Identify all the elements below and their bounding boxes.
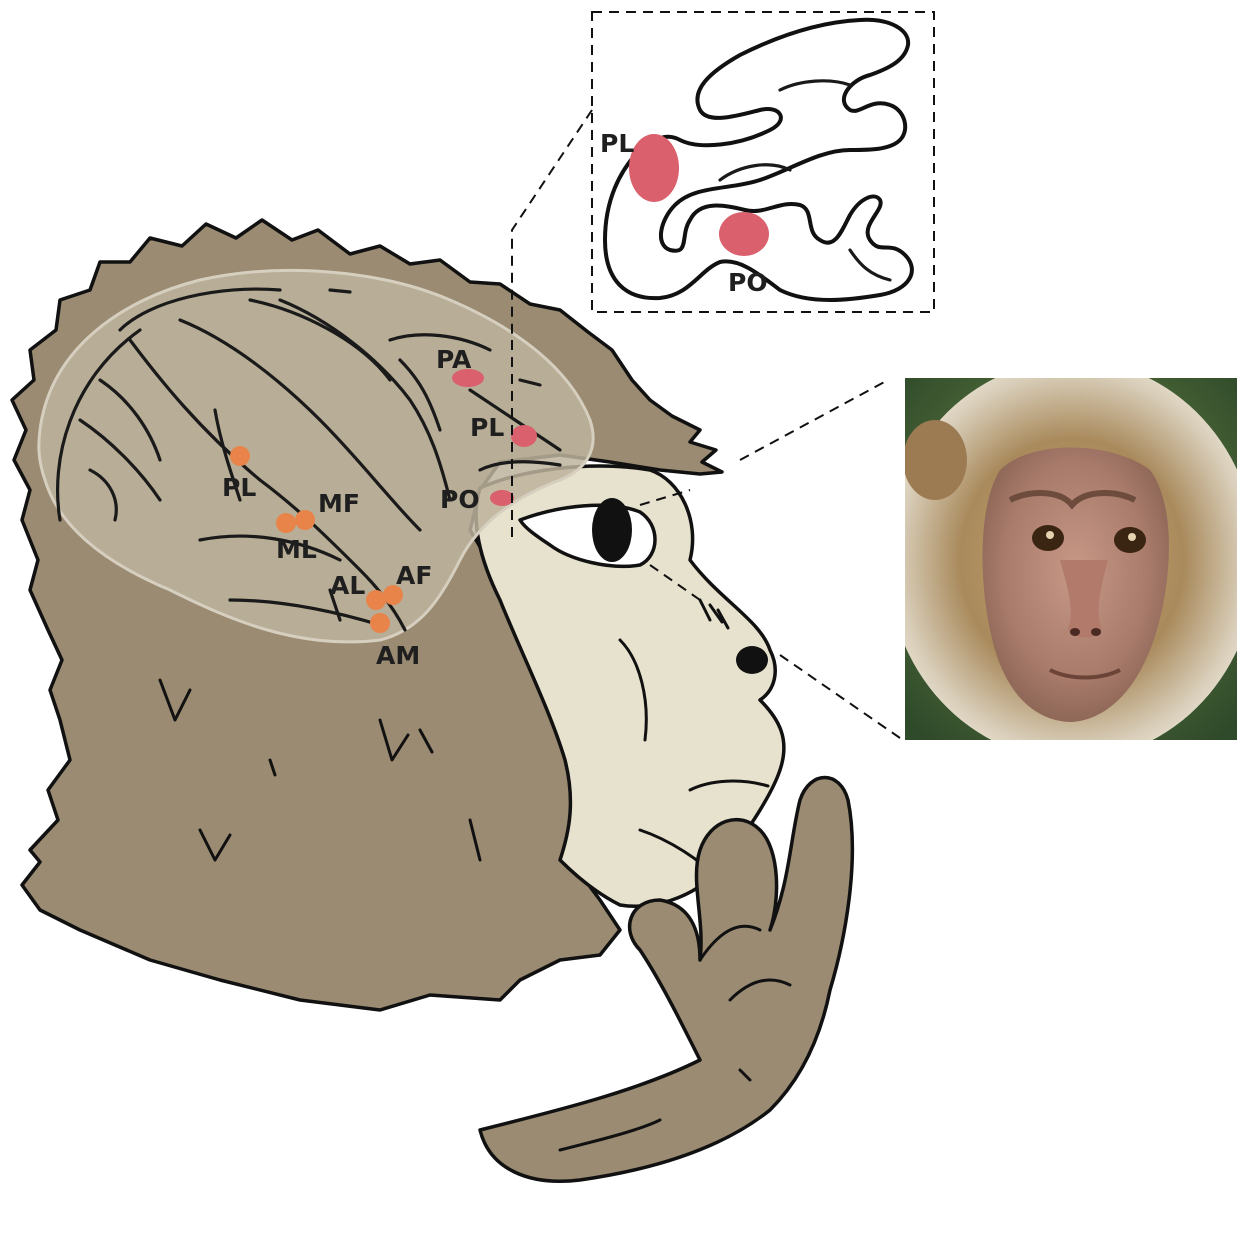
inset-label-pl: PL [600,129,634,158]
inset-patch-pl [629,134,679,202]
coronal-section-inset: PL PO [512,12,934,340]
label-am: AM [376,641,420,670]
label-pl-right: PL [470,413,504,442]
nostril [736,646,768,674]
photo-connector-bottom [780,655,900,738]
photo-nostril [1070,628,1080,636]
label-po: PO [440,485,480,514]
inset-patch-po [719,212,769,256]
photo-nostril [1091,628,1101,636]
patch-mf [295,510,315,530]
patch-po [490,490,514,506]
patch-pl-right [511,425,537,447]
patch-al [366,590,386,610]
photo-connector-top [740,380,888,460]
macaque-face-photo [887,360,1245,760]
label-pa: PA [436,345,472,374]
photo-ear-left [903,420,967,500]
label-af: AF [396,561,432,590]
label-pl-left: PL [222,473,256,502]
pupil [592,498,632,562]
inset-label-po: PO [728,268,768,297]
label-mf: MF [318,489,360,518]
label-ml: ML [276,535,317,564]
photo-eye-shine [1046,531,1054,539]
sulcus [330,290,350,292]
patch-am [370,613,390,633]
patch-pl-left [230,446,250,466]
label-al: AL [330,571,365,600]
photo-eye-shine [1128,533,1136,541]
patch-ml-1 [276,513,296,533]
